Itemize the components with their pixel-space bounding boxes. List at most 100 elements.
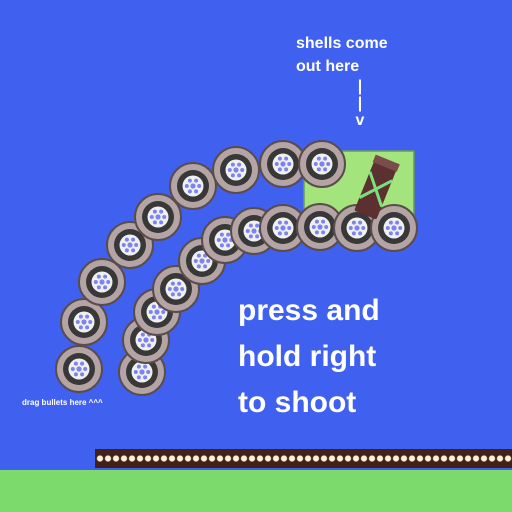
shoot-instructions: press and hold right to shoot xyxy=(238,288,498,426)
bullet-wheel[interactable] xyxy=(298,140,346,188)
hub-bolt xyxy=(248,234,253,239)
hub-bolt xyxy=(177,292,182,297)
hub-bolt xyxy=(170,281,175,286)
hub-bolt xyxy=(80,372,85,377)
bullet-wheel[interactable] xyxy=(259,140,307,188)
ammo-round xyxy=(320,454,328,463)
ammo-belt-rounds xyxy=(96,454,512,463)
hub-bolt xyxy=(85,325,90,330)
ammo-round xyxy=(192,454,200,463)
ammo-round xyxy=(216,454,224,463)
hub-bolt xyxy=(85,314,90,319)
bullet-wheel[interactable] xyxy=(296,203,344,251)
hub-bolt xyxy=(248,223,253,228)
ammo-round xyxy=(240,454,248,463)
hub-bolt xyxy=(170,292,175,297)
hub-bolt xyxy=(88,320,93,324)
ammo-round xyxy=(336,454,344,463)
hub-center xyxy=(280,225,286,231)
hub-bolt xyxy=(70,367,75,371)
hub-bolt xyxy=(314,219,319,224)
bullet-wheel[interactable] xyxy=(370,204,418,252)
ammo-round xyxy=(280,454,288,463)
hub-bolt xyxy=(323,167,328,172)
hub-bolt xyxy=(143,375,148,380)
hub-bolt xyxy=(196,253,201,258)
hub-bolt xyxy=(161,310,166,314)
hub-bolt xyxy=(78,314,83,319)
hub-center xyxy=(155,214,161,220)
bullet-wheel[interactable] xyxy=(60,298,108,346)
gun[interactable] xyxy=(353,154,400,220)
hub-bolt xyxy=(203,264,208,269)
ammo-round xyxy=(464,454,472,463)
ammo-round xyxy=(224,454,232,463)
ammo-round xyxy=(328,454,336,463)
hub-center xyxy=(99,279,105,285)
hub-bolt xyxy=(323,156,328,161)
bullet-wheel[interactable] xyxy=(178,237,226,285)
ammo-round xyxy=(136,454,144,463)
hub-bolt xyxy=(187,189,192,194)
hub-bolt xyxy=(219,232,224,237)
ammo-round xyxy=(152,454,160,463)
hub-bolt xyxy=(277,220,282,225)
hub-bolt xyxy=(277,156,282,161)
hub-bolt xyxy=(197,184,202,188)
hub-bolt xyxy=(237,173,242,178)
hub-center xyxy=(76,366,82,372)
bullet-wheel[interactable] xyxy=(134,193,182,241)
hub-center xyxy=(154,309,160,315)
hub-bolt xyxy=(152,209,157,214)
bullet-wheel[interactable] xyxy=(55,345,103,393)
bullet-wheel[interactable] xyxy=(212,146,260,194)
hub-bolt xyxy=(351,220,356,225)
hub-bolt xyxy=(284,220,289,225)
hub-bolt xyxy=(177,281,182,286)
hub-bolt xyxy=(255,223,260,228)
hub-bolt xyxy=(133,370,138,374)
hub-bolt xyxy=(196,264,201,269)
hub-bolt xyxy=(103,285,108,290)
hub-bolt xyxy=(316,156,321,161)
ammo-round xyxy=(264,454,272,463)
hub-center xyxy=(251,228,257,234)
help-line2: hold right xyxy=(238,340,377,373)
hub-bolt xyxy=(351,231,356,236)
help-line1: press and xyxy=(238,294,380,327)
hub-bolt xyxy=(134,243,139,247)
bullet-wheel[interactable] xyxy=(259,204,307,252)
hub-bolt xyxy=(385,226,390,230)
hub-bolt xyxy=(284,156,289,161)
hub-bolt xyxy=(388,231,393,236)
ammo-round xyxy=(184,454,192,463)
ammo-round xyxy=(208,454,216,463)
hub-bolt xyxy=(230,162,235,167)
ammo-round xyxy=(120,454,128,463)
ammo-round xyxy=(256,454,264,463)
ammo-round xyxy=(288,454,296,463)
ammo-round xyxy=(360,454,368,463)
ammo-round xyxy=(384,454,392,463)
bullet-wheel[interactable] xyxy=(169,162,217,210)
ammo-round xyxy=(304,454,312,463)
hub-bolt xyxy=(150,338,155,342)
hub-bolt xyxy=(124,248,129,253)
ammo-round xyxy=(248,454,256,463)
hub-bolt xyxy=(187,178,192,183)
hub-bolt xyxy=(140,332,145,337)
hub-bolt xyxy=(277,167,282,172)
help-line3: to shoot xyxy=(238,386,357,419)
hub-bolt xyxy=(121,243,126,247)
hub-bolt xyxy=(136,375,141,380)
bullet-chain[interactable] xyxy=(55,140,418,396)
hub-bolt xyxy=(152,220,157,225)
ammo-round xyxy=(160,454,168,463)
bullet-wheel[interactable] xyxy=(78,258,126,306)
shells-hint-line1: shells come xyxy=(296,35,388,52)
arrow-line2: | xyxy=(357,95,363,112)
ammo-round xyxy=(504,454,512,463)
ground xyxy=(0,470,512,512)
hub-bolt xyxy=(93,280,98,284)
